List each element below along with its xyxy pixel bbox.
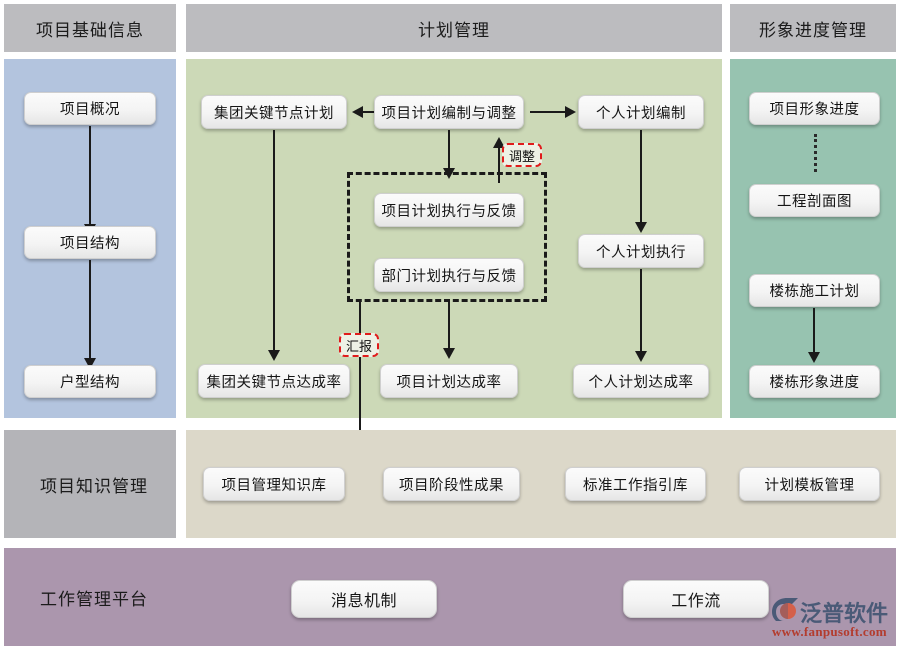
node-project-phase-results[interactable]: 项目阶段性成果	[383, 467, 520, 501]
node-project-plan-execution-feedback[interactable]: 项目计划执行与反馈	[374, 193, 524, 227]
node-label: 楼栋形象进度	[769, 375, 860, 391]
row-label-work-platform: 工作管理平台	[4, 548, 294, 646]
connector-report-down	[359, 302, 361, 484]
node-project-overview[interactable]: 项目概况	[24, 92, 156, 125]
node-personal-plan-compile[interactable]: 个人计划编制	[578, 95, 704, 129]
connector-building-plan-to-progress	[813, 308, 815, 354]
group-execution-feedback	[347, 172, 547, 302]
node-label: 项目管理知识库	[221, 477, 327, 494]
node-label: 个人计划执行	[596, 244, 686, 261]
node-label: 项目结构	[60, 236, 120, 252]
node-label: 楼栋施工计划	[769, 284, 860, 300]
node-workflow[interactable]: 工作流	[623, 580, 769, 618]
connector-personal-compile-to-exec	[640, 130, 642, 224]
node-label: 项目计划达成率	[396, 374, 502, 391]
tag-adjust: 调整	[502, 143, 542, 167]
node-building-image-progress[interactable]: 楼栋形象进度	[749, 365, 880, 398]
header-progress-management-label: 形象进度管理	[759, 20, 867, 41]
node-project-plan-compile-adjust[interactable]: 项目计划编制与调整	[374, 95, 524, 129]
header-basic-info-label: 项目基础信息	[36, 20, 144, 41]
connector-plan-to-personal	[530, 111, 567, 113]
connector-adjust-up	[498, 145, 500, 183]
brand-logo: 泛普软件 www.fanpusoft.com	[770, 594, 892, 646]
node-building-construction-plan[interactable]: 楼栋施工计划	[749, 274, 880, 307]
header-plan-management-label: 计划管理	[418, 20, 490, 41]
header-plan-management: 计划管理	[186, 4, 722, 52]
node-standard-work-guide-library[interactable]: 标准工作指引库	[565, 467, 706, 501]
node-label: 项目概况	[60, 102, 120, 118]
connector-structure-to-unit	[89, 260, 91, 360]
node-label: 集团关键节点达成率	[206, 374, 342, 391]
node-label: 项目计划编制与调整	[381, 105, 517, 122]
connector-plan-into-exec	[448, 130, 450, 172]
connector-milestone-down	[273, 130, 275, 352]
connector-dotted-progress	[814, 134, 817, 172]
fanpu-logo-icon	[772, 598, 798, 621]
node-project-plan-achievement-rate[interactable]: 项目计划达成率	[380, 364, 518, 398]
arrowhead-down-icon	[635, 351, 647, 362]
node-label: 项目形象进度	[769, 102, 860, 118]
brand-name: 泛普软件	[800, 602, 889, 627]
node-label: 部门计划执行与反馈	[381, 268, 517, 285]
node-personal-plan-execution[interactable]: 个人计划执行	[578, 234, 704, 268]
connector-overview-to-structure	[89, 126, 91, 226]
connector-exec-to-rate	[448, 302, 450, 350]
arrowhead-right-icon	[565, 106, 576, 118]
arrowhead-up-icon	[493, 137, 505, 148]
node-group-milestone-achievement-rate[interactable]: 集团关键节点达成率	[198, 364, 350, 398]
row-label-knowledge-text: 项目知识管理	[40, 476, 148, 497]
node-label: 集团关键节点计划	[214, 105, 334, 122]
node-label: 个人计划编制	[596, 105, 686, 122]
arrowhead-left-icon	[352, 106, 363, 118]
node-engineering-section-drawing[interactable]: 工程剖面图	[749, 184, 880, 217]
node-project-structure[interactable]: 项目结构	[24, 226, 156, 259]
node-project-image-progress[interactable]: 项目形象进度	[749, 92, 880, 125]
node-label: 户型结构	[60, 375, 120, 391]
node-label: 项目阶段性成果	[399, 477, 504, 494]
node-label: 标准工作指引库	[583, 477, 688, 494]
node-message-mechanism[interactable]: 消息机制	[291, 580, 437, 618]
node-label: 工程剖面图	[777, 194, 852, 210]
tag-label: 调整	[509, 149, 536, 165]
arrowhead-down-icon	[443, 348, 455, 359]
header-progress-management: 形象进度管理	[730, 4, 896, 52]
header-basic-info: 项目基础信息	[4, 4, 176, 52]
arrowhead-down-icon	[808, 352, 820, 363]
brand-url: www.fanpusoft.com	[772, 624, 887, 639]
tag-report: 汇报	[339, 333, 379, 357]
node-label: 计划模板管理	[764, 477, 855, 494]
node-personal-plan-achievement-rate[interactable]: 个人计划达成率	[573, 364, 709, 398]
node-unit-structure[interactable]: 户型结构	[24, 365, 156, 398]
node-label: 工作流	[671, 591, 721, 610]
arrowhead-down-icon	[635, 222, 647, 233]
connector-personal-exec-to-rate	[640, 269, 642, 353]
row-label-knowledge-management: 项目知识管理	[4, 430, 176, 538]
node-plan-template-management[interactable]: 计划模板管理	[739, 467, 880, 501]
row-label-work-platform-text: 工作管理平台	[40, 589, 148, 610]
tag-label: 汇报	[346, 339, 373, 355]
node-label: 个人计划达成率	[588, 374, 694, 391]
node-label: 消息机制	[330, 591, 397, 610]
node-group-milestone-plan[interactable]: 集团关键节点计划	[201, 95, 347, 129]
node-pm-knowledge-base[interactable]: 项目管理知识库	[203, 467, 345, 501]
arrowhead-down-icon	[268, 350, 280, 361]
arrowhead-down-icon	[84, 358, 96, 369]
node-label: 项目计划执行与反馈	[381, 203, 517, 220]
node-dept-plan-execution-feedback[interactable]: 部门计划执行与反馈	[374, 258, 524, 292]
